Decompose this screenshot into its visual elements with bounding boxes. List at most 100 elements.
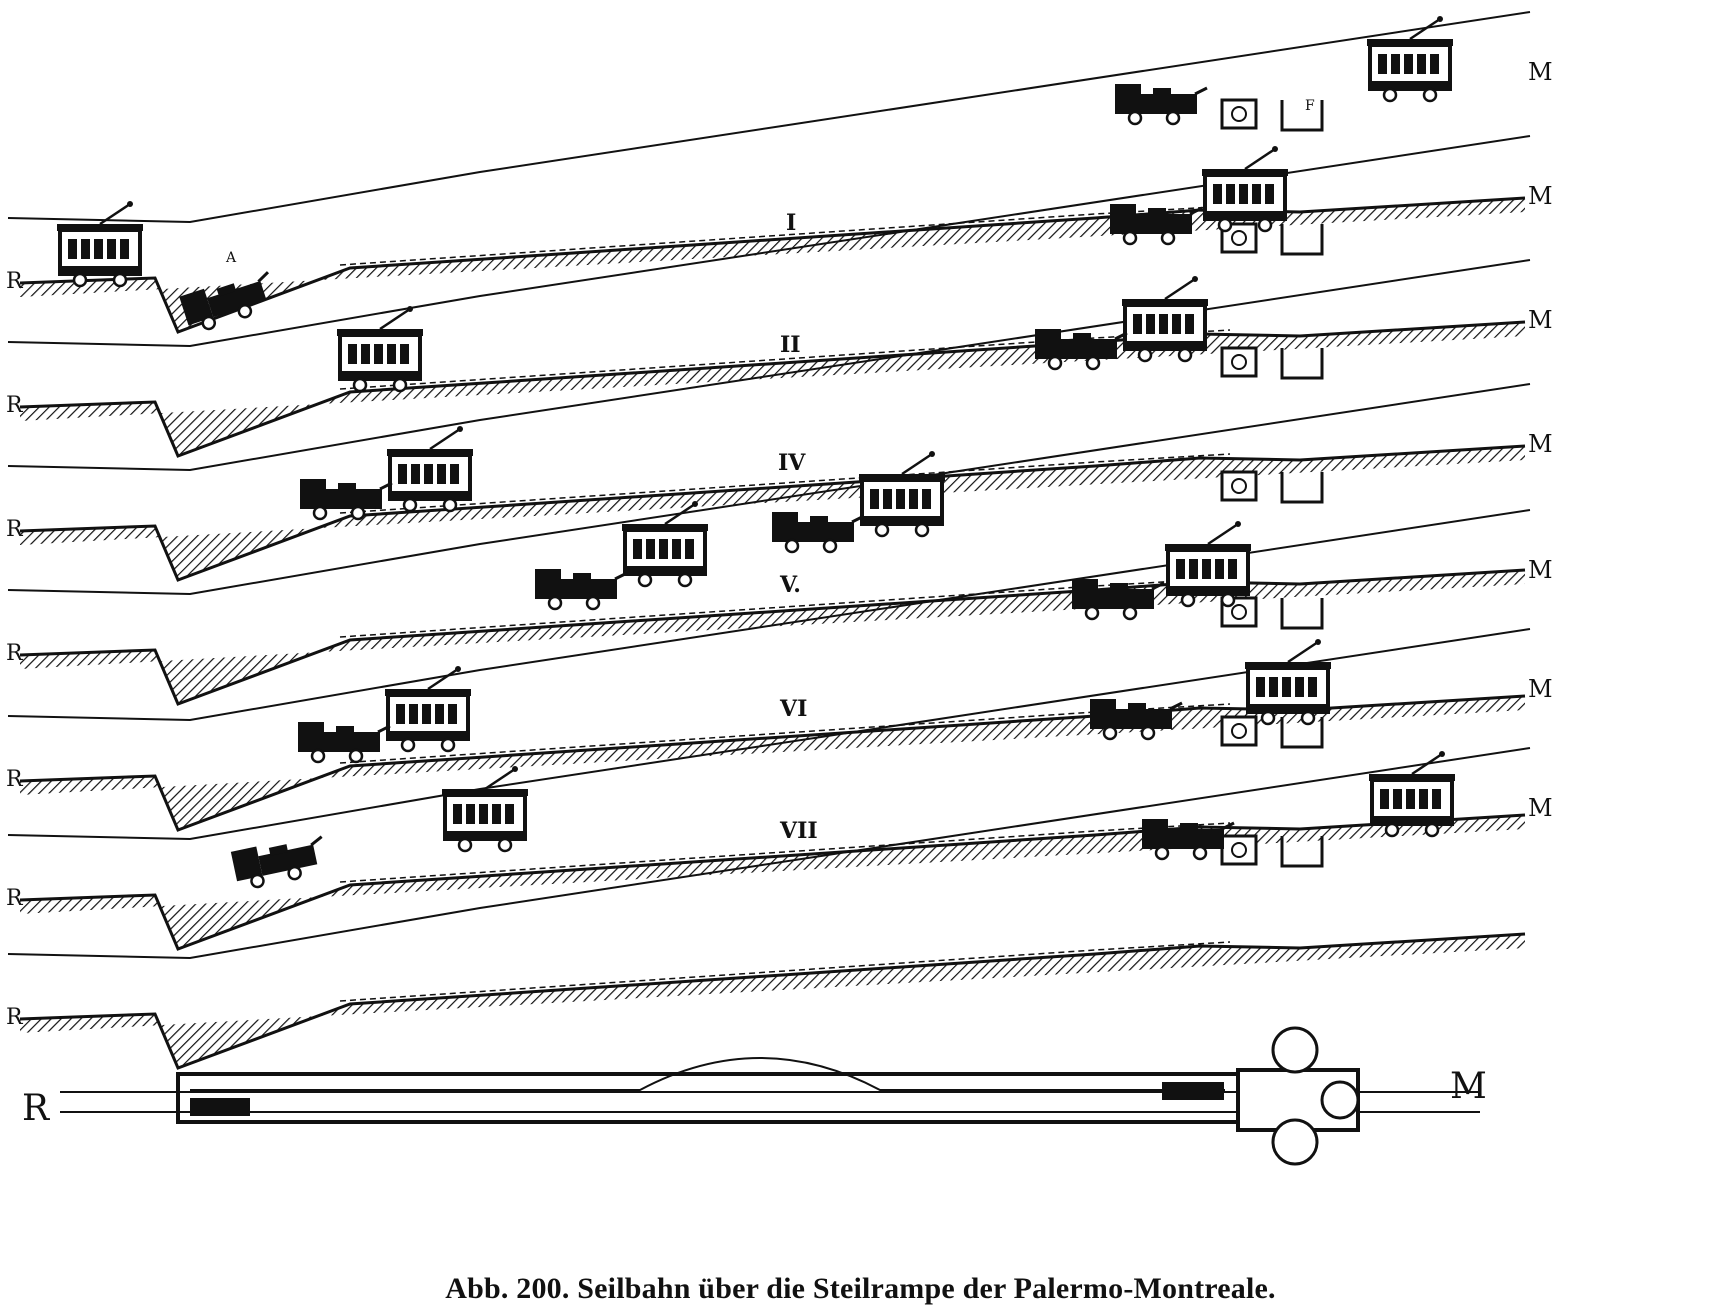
winch-drum [1231,723,1247,739]
label-m: M [1528,794,1553,822]
winch-pit [1280,348,1324,380]
profile-panel: R M IV [6,259,1553,582]
label-m: M [1528,182,1553,210]
locomotive [296,720,392,764]
winch-pit [1280,598,1324,630]
ground-earth [20,815,1525,949]
locomotive [533,567,629,611]
overhead-wire [7,135,1531,348]
haul-rope [339,205,1231,266]
profile-panel: R M I A F [6,11,1553,337]
panel-numeral: I [786,210,796,236]
plan-view: RM [22,1026,1487,1166]
winch-drum [1231,230,1247,246]
tram-car [1365,14,1455,103]
mark-label: F [1305,98,1315,114]
plan-car-left [190,1098,250,1116]
mark-label: A [225,250,237,266]
overhead-wire [7,628,1531,841]
tram-car [1243,637,1333,726]
ground-earth [20,322,1525,456]
ground-line [19,320,1526,458]
label-r: R [6,269,24,294]
label-r: R [6,641,24,666]
figure-caption: Abb. 200. Seilbahn über die Steilrampe d… [445,1272,1276,1305]
plan-label-r: R [22,1088,50,1129]
ground-line [19,444,1526,582]
plan-sheave-bottom [1271,1118,1319,1166]
overhead-wire [7,747,1531,960]
panel-numeral: V. [779,572,801,598]
ground-line [19,568,1526,706]
winch-drum [1231,478,1247,494]
winch-box [1220,470,1258,502]
overhead-wire [7,259,1531,472]
label-m: M [1528,675,1553,703]
panel-numeral: VII [779,818,818,844]
winch-drum [1231,604,1247,620]
haul-rope [339,329,1231,390]
ground-earth [20,934,1525,1068]
plan-cutting [176,1072,1242,1124]
tram-car [1163,519,1253,608]
winch-house [1220,222,1324,256]
label-r: R [6,886,24,911]
haul-rope [339,453,1231,514]
label-r: R [6,517,24,542]
ground-line [19,932,1526,1070]
label-r: R [6,393,24,418]
label-m: M [1528,430,1553,458]
winch-drum [1231,842,1247,858]
haul-rope [339,941,1231,1002]
haul-rope [339,822,1231,883]
label-m: M [1528,58,1553,86]
locomotive [229,831,331,893]
panel-numeral: VI [779,696,807,722]
locomotive [1140,817,1236,861]
overhead-wire [7,383,1531,596]
profile-panel: RM [6,747,1553,1070]
winch-drum [1231,106,1247,122]
haul-rope [339,703,1231,764]
plan-label-m: M [1450,1066,1487,1107]
locomotive [1113,82,1209,126]
ground-earth [20,446,1525,580]
label-m: M [1528,306,1553,334]
panel-numeral: IV [778,450,806,476]
winch-house [1220,470,1324,504]
haul-rope [339,577,1231,638]
winch-house [1220,834,1324,868]
label-r: R [6,767,24,792]
label-m: M [1528,556,1553,584]
ground-earth [20,696,1525,830]
tram-car [55,199,145,288]
ground-line [19,813,1526,951]
overhead-wire [7,509,1531,722]
tram-car [857,449,947,538]
winch-pit [1280,472,1324,504]
winch-drum [1231,354,1247,370]
tram-car [1120,274,1210,363]
tram-car [440,764,530,853]
winch-house [1220,715,1324,749]
winch-pit [1280,224,1324,256]
plan-passing-loop [190,1056,1225,1091]
plan-sheave-top [1271,1026,1319,1074]
winch-house [1220,596,1324,630]
plan-sheave-right [1320,1080,1360,1120]
panel-numeral: II [780,332,801,358]
overhead-wire [7,11,1531,224]
label-r: R [6,1005,24,1030]
plan-car-right [1162,1082,1224,1100]
locomotive [1088,697,1184,741]
locomotive [1033,327,1129,371]
winch-pit [1280,717,1324,749]
winch-house [1220,98,1324,132]
tram-car [385,424,475,513]
winch-house [1220,346,1324,380]
tram-car [1200,144,1290,233]
winch-pit [1280,836,1324,868]
winch-pit [1280,100,1324,132]
